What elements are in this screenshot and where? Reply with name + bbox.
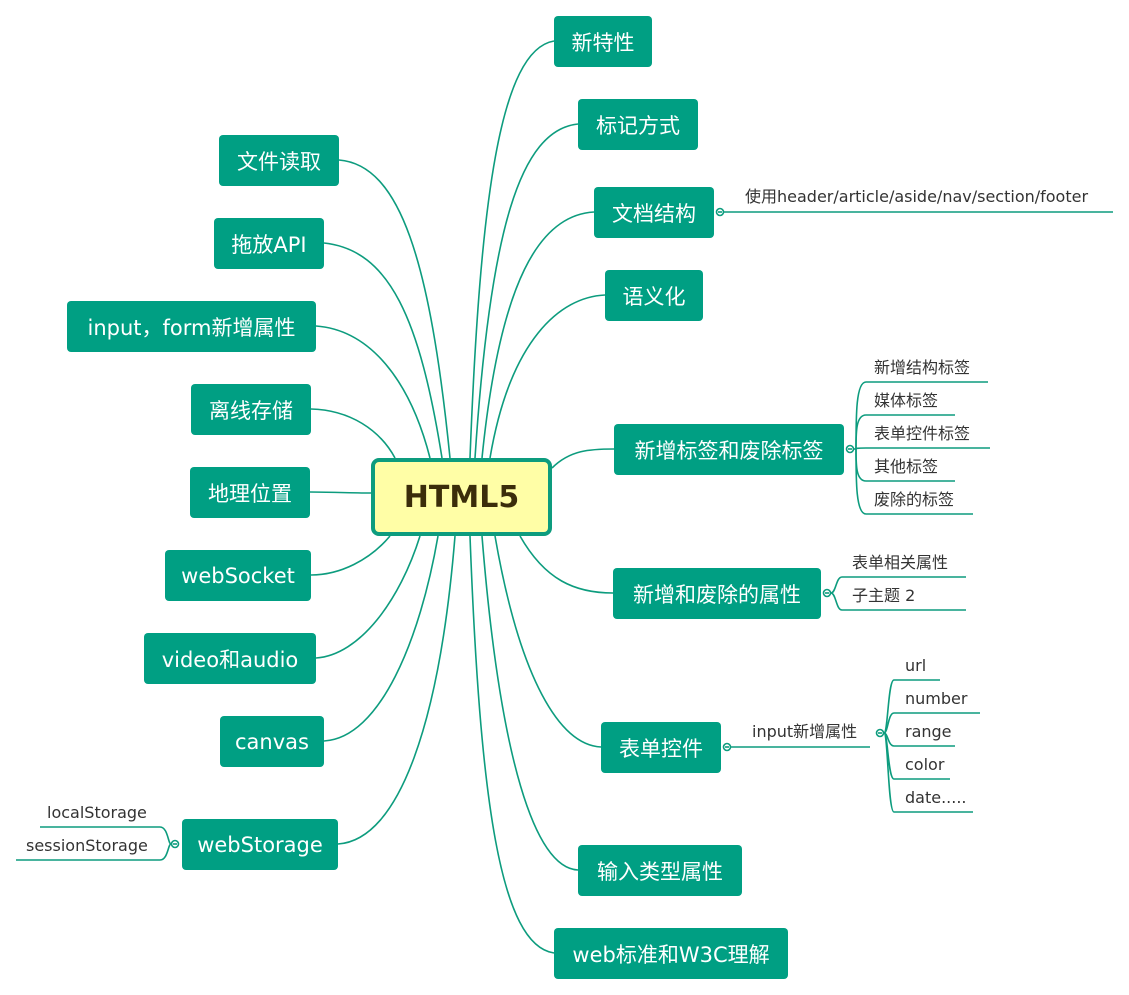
topic-document-structure[interactable]: 文档结构	[594, 187, 714, 238]
subtopic-input-new-attributes[interactable]: input新增属性	[752, 722, 858, 741]
leaf-range[interactable]: range	[905, 722, 952, 741]
topic-new-removed-attributes[interactable]: 新增和废除的属性	[613, 568, 821, 619]
link-geolocation	[309, 491, 372, 494]
topic-web-standards-w3c[interactable]: web标准和W3C理解	[554, 928, 788, 979]
root-topic[interactable]: HTML5	[371, 458, 552, 536]
link-input-leaf-1	[883, 712, 980, 734]
link-tags-leaf-1	[855, 414, 955, 450]
topic-offline-storage[interactable]: 离线存储	[191, 384, 311, 435]
link-offline-storage	[310, 408, 396, 459]
leaf-url[interactable]: url	[905, 656, 927, 675]
link-websocket	[310, 535, 391, 576]
leaf-color[interactable]: color	[905, 755, 945, 774]
link-semantics	[489, 294, 606, 459]
topic-websocket[interactable]: webSocket	[165, 550, 311, 601]
link-new-removed-attributes	[519, 535, 614, 594]
link-video-audio	[315, 535, 421, 659]
topic-geolocation[interactable]: 地理位置	[190, 467, 310, 518]
leaf-number[interactable]: number	[905, 689, 968, 708]
subtopic-form-control-tags[interactable]: 表单控件标签	[874, 424, 971, 443]
link-attr-leaf-0	[830, 576, 966, 594]
link-sessionstorage	[16, 843, 172, 861]
topic-input-form-attributes[interactable]: input，form新增属性	[67, 301, 316, 352]
subtopic-localstorage[interactable]: localStorage	[47, 803, 147, 822]
subtopic-topic-2[interactable]: 子主题 2	[852, 586, 916, 605]
topic-input-type-attributes[interactable]: 输入类型属性	[578, 845, 742, 896]
link-markup-style	[474, 123, 579, 459]
link-input-form	[315, 325, 431, 459]
leaf-date[interactable]: date.....	[905, 788, 967, 807]
topic-canvas[interactable]: canvas	[220, 716, 324, 767]
topic-file-reading[interactable]: 文件读取	[219, 135, 339, 186]
subtopic-sessionstorage[interactable]: sessionStorage	[26, 836, 148, 855]
link-web-standards	[469, 535, 555, 954]
link-localstorage	[40, 826, 172, 845]
topic-drag-drop-api[interactable]: 拖放API	[214, 218, 324, 269]
link-webstorage	[337, 535, 456, 845]
subtopic-other-tags[interactable]: 其他标签	[874, 457, 939, 476]
topic-markup-style[interactable]: 标记方式	[578, 99, 698, 150]
link-canvas	[323, 535, 439, 742]
link-input-type-attributes	[481, 535, 579, 871]
subtopic-new-structure-tags[interactable]: 新增结构标签	[874, 358, 971, 377]
topic-new-removed-tags[interactable]: 新增标签和废除标签	[614, 424, 844, 475]
link-new-removed-tags	[551, 448, 615, 469]
link-input-leaf-4	[883, 732, 973, 813]
subtopic-form-related-attributes[interactable]: 表单相关属性	[852, 553, 949, 572]
link-new-features	[469, 40, 555, 459]
topic-semantics[interactable]: 语义化	[605, 270, 703, 321]
topic-form-controls[interactable]: 表单控件	[601, 722, 721, 773]
link-form-controls	[494, 535, 602, 748]
subtopic-document-structure-tags[interactable]: 使用header/article/aside/nav/section/foote…	[745, 187, 1089, 206]
topic-new-features[interactable]: 新特性	[554, 16, 652, 67]
topic-webstorage[interactable]: webStorage	[182, 819, 338, 870]
link-file-reading	[338, 159, 451, 459]
link-drag-drop	[323, 242, 443, 459]
subtopic-media-tags[interactable]: 媒体标签	[874, 391, 939, 410]
link-attr-leaf-1	[830, 592, 966, 611]
topic-video-audio[interactable]: video和audio	[144, 633, 316, 684]
link-document-structure	[481, 211, 595, 459]
subtopic-removed-tags[interactable]: 废除的标签	[874, 490, 955, 509]
link-tags-leaf-4	[855, 448, 973, 515]
link-tags-leaf-2	[855, 447, 990, 450]
